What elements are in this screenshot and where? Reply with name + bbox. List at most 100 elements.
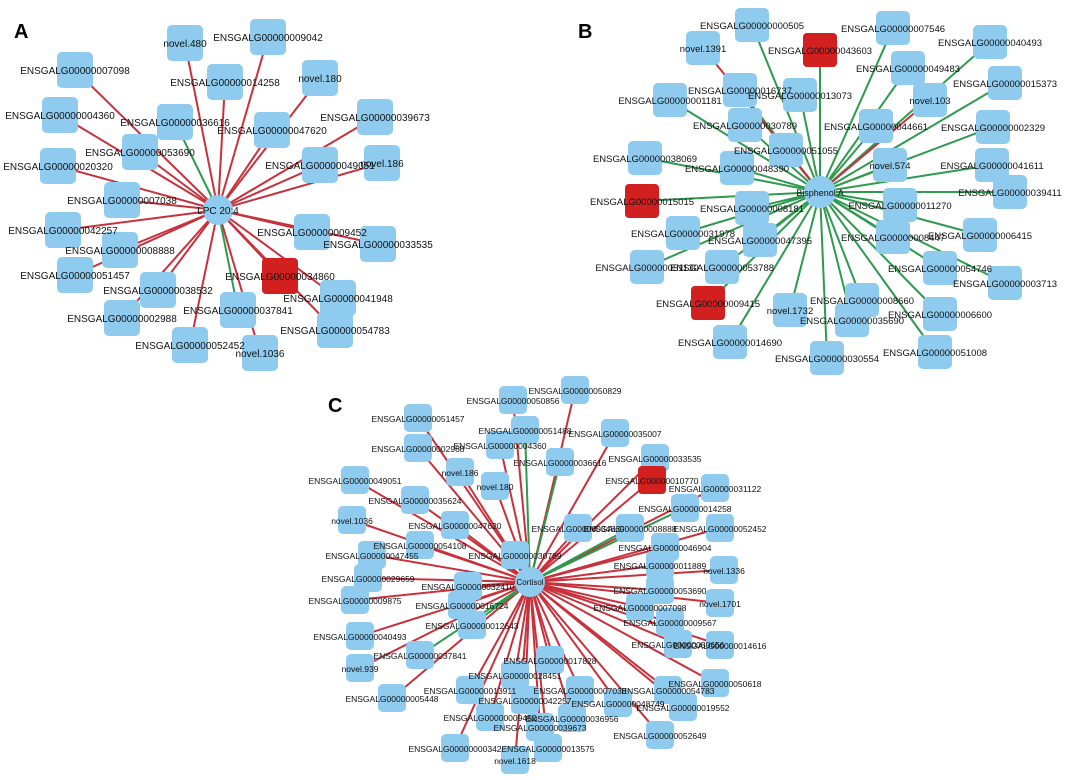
gene-node bbox=[486, 431, 514, 459]
gene-node bbox=[773, 293, 807, 327]
gene-node bbox=[701, 669, 729, 697]
gene-node bbox=[441, 511, 469, 539]
edge-red bbox=[189, 209, 219, 346]
gene-label: ENSGALG00000004360 bbox=[5, 111, 115, 122]
gene-label: novel.1336 bbox=[703, 566, 745, 576]
edge-red bbox=[217, 116, 376, 211]
gene-label: ENSGALG00000003713 bbox=[953, 279, 1057, 290]
gene-label: ENSGALG00000050656 bbox=[631, 640, 724, 650]
gene-label: novel.1732 bbox=[767, 306, 813, 317]
gene-node bbox=[706, 589, 734, 617]
gene-label: ENSGALG00000028451 bbox=[468, 671, 561, 681]
edge-green bbox=[819, 82, 1006, 193]
gene-node bbox=[630, 250, 664, 284]
gene-label: ENSGALG00000047455 bbox=[325, 551, 418, 561]
gene-node bbox=[317, 312, 353, 348]
gene-node bbox=[341, 586, 369, 614]
gene-label: ENSGALG00000014690 bbox=[678, 338, 782, 349]
gene-node bbox=[346, 622, 374, 650]
gene-node-highlighted bbox=[262, 258, 298, 294]
gene-label: novel.1701 bbox=[699, 599, 741, 609]
gene-node bbox=[616, 514, 644, 542]
edge-green bbox=[819, 191, 936, 353]
gene-node bbox=[207, 64, 243, 100]
gene-label: ENSGALG00000015373 bbox=[953, 79, 1057, 90]
gene-label: ENSGALG00000002988 bbox=[371, 444, 464, 454]
gene-node bbox=[254, 112, 290, 148]
gene-label: ENSGALG00000039411 bbox=[958, 188, 1061, 199]
gene-label: ENSGALG00000008888 bbox=[65, 246, 175, 257]
edge-green bbox=[529, 507, 686, 583]
gene-node bbox=[743, 223, 777, 257]
gene-node-highlighted bbox=[691, 286, 725, 320]
gene-node bbox=[653, 83, 687, 117]
gene-node bbox=[666, 216, 700, 250]
gene-node bbox=[876, 11, 910, 45]
edge-red bbox=[217, 36, 269, 211]
gene-label: ENSGALG00000048390 bbox=[685, 164, 789, 175]
gene-label: ENSGALG00000010770 bbox=[605, 476, 698, 486]
gene-node bbox=[57, 257, 93, 293]
gene-label: ENSGALG00000036616 bbox=[513, 458, 606, 468]
gene-label: ENSGALG00000047395 bbox=[708, 236, 812, 247]
nodes-c: ENSGALG00000050829ENSGALG00000050856ENSG… bbox=[308, 376, 767, 774]
gene-node bbox=[140, 272, 176, 308]
gene-label: ENSGALG00000054108 bbox=[373, 541, 466, 551]
edge-red bbox=[529, 581, 661, 591]
gene-label: ENSGALG00000050618 bbox=[668, 679, 761, 689]
gene-label: ENSGALG00000007038 bbox=[67, 196, 177, 207]
gene-node bbox=[360, 226, 396, 262]
gene-label: ENSGALG00000009452 bbox=[257, 228, 367, 239]
gene-node bbox=[988, 266, 1022, 300]
network-panel-c: C ENSGALG00000050829ENSGALG00000050856EN… bbox=[308, 376, 767, 774]
gene-label: ENSGALG00000038532 bbox=[103, 286, 213, 297]
gene-label: ENSGALG00000050856 bbox=[466, 396, 559, 406]
gene-label: ENSGALG00000054783 bbox=[621, 686, 714, 696]
gene-label: novel.1036 bbox=[331, 516, 373, 526]
gene-label: ENSGALG00000031122 bbox=[669, 484, 762, 494]
gene-label: ENSGALG00000035624 bbox=[368, 496, 461, 506]
gene-node bbox=[671, 494, 699, 522]
gene-node bbox=[220, 292, 256, 328]
edge-red bbox=[391, 581, 531, 699]
gene-node bbox=[104, 300, 140, 336]
gene-label: ENSGALG00000051055 bbox=[734, 146, 838, 157]
gene-label: novel.480 bbox=[163, 39, 207, 50]
hub-label-lpc: LPC 20:4 bbox=[197, 206, 239, 217]
gene-node bbox=[104, 182, 140, 218]
gene-node bbox=[364, 145, 400, 181]
gene-node bbox=[720, 151, 754, 185]
edge-green bbox=[669, 99, 821, 193]
gene-node bbox=[242, 335, 278, 371]
gene-node bbox=[976, 110, 1010, 144]
gene-node bbox=[646, 721, 674, 749]
edge-red bbox=[529, 581, 619, 704]
gene-label: ENSGALG00000009415 bbox=[656, 299, 760, 310]
gene-node bbox=[918, 335, 952, 369]
edge-green bbox=[529, 527, 631, 583]
gene-label: ENSGALG00000044661 bbox=[824, 122, 928, 133]
gene-label: novel.1618 bbox=[494, 756, 536, 766]
gene-label: ENSGALG00000009452 bbox=[443, 713, 536, 723]
gene-node bbox=[701, 474, 729, 502]
gene-label: novel.186 bbox=[442, 468, 479, 478]
gene-node bbox=[706, 514, 734, 542]
gene-node bbox=[341, 466, 369, 494]
gene-label: ENSGALG00000042257 bbox=[478, 696, 571, 706]
gene-node bbox=[40, 148, 76, 184]
gene-node bbox=[42, 97, 78, 133]
gene-node-highlighted bbox=[625, 184, 659, 218]
gene-label: ENSGALG00000011889 bbox=[614, 561, 707, 571]
gene-node bbox=[346, 654, 374, 682]
gene-label: ENSGALG00000047620 bbox=[217, 126, 327, 137]
gene-label: ENSGALG00000013073 bbox=[748, 91, 852, 102]
gene-node bbox=[859, 109, 893, 143]
gene-label: ENSGALG00000034860 bbox=[225, 272, 335, 283]
edge-green bbox=[524, 429, 531, 583]
gene-node bbox=[705, 250, 739, 284]
edge-red bbox=[354, 581, 531, 601]
gene-node bbox=[923, 297, 957, 331]
gene-label: ENSGALG00000008888 bbox=[583, 524, 676, 534]
gene-node bbox=[564, 514, 592, 542]
gene-node bbox=[526, 713, 554, 741]
